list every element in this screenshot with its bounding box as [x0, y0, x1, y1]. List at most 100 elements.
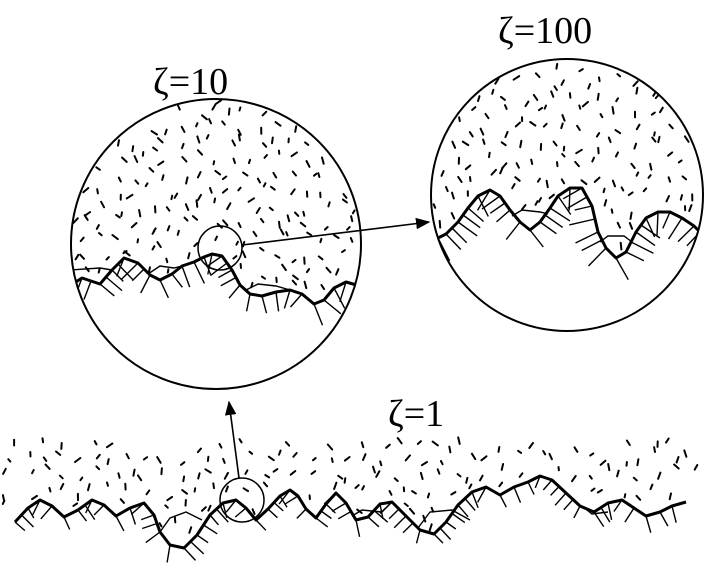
surface-hatch-mark [433, 533, 444, 544]
particle-dot [614, 151, 619, 158]
particle-dot [555, 62, 559, 70]
particle-dot [599, 459, 607, 466]
surface-hatch-mark [220, 276, 237, 287]
particle-dot [181, 142, 185, 150]
surface-hatch-mark [445, 521, 457, 530]
surface-profile-zeta-1 [1, 436, 699, 563]
particle-dot [330, 457, 334, 463]
surface-hatch-mark [196, 534, 209, 544]
particle-dot [247, 197, 255, 203]
surface-hatch-mark [203, 524, 218, 535]
particle-dot [514, 176, 521, 182]
surface-hatching-zeta-10 [60, 253, 361, 326]
surface-hatch-mark [630, 241, 654, 254]
surface-hatch-mark [659, 511, 669, 527]
particle-dot [494, 77, 500, 85]
particle-dot [206, 455, 210, 462]
particle-dot [185, 176, 189, 185]
particle-dot [302, 210, 306, 217]
surface-hatch-mark [159, 279, 170, 299]
particle-dot [480, 455, 488, 462]
particle-dot [568, 92, 572, 99]
surface-hatch-mark [283, 289, 291, 309]
particle-dot [438, 219, 442, 229]
particle-dot [659, 106, 664, 114]
particle-dot [619, 241, 623, 251]
particle-dot [256, 177, 261, 184]
particle-dot [457, 436, 461, 445]
particle-dot [184, 203, 190, 211]
particle-dot [158, 522, 163, 528]
particle-dot [82, 187, 90, 194]
particle-dot [55, 450, 62, 456]
surface-hatch-mark [662, 211, 671, 229]
particle-dot [290, 188, 296, 196]
zoom-circle-icon [219, 477, 265, 523]
particle-dot [537, 106, 544, 112]
particle-dot [134, 179, 140, 185]
surface-hatch-mark [549, 207, 571, 222]
particle-dot [166, 268, 170, 274]
particle-dot [98, 232, 103, 237]
particle-dot [578, 104, 582, 110]
particle-dot [237, 186, 242, 192]
surface-hatch-mark [273, 501, 284, 512]
surface-hatch-mark [315, 517, 329, 528]
particle-dot [325, 266, 332, 274]
particle-dot [576, 124, 581, 131]
particle-dot [350, 215, 354, 223]
surface-hatch-mark [462, 214, 481, 229]
particle-dot [633, 142, 638, 150]
particle-dot [653, 446, 656, 453]
particle-dot [119, 498, 125, 504]
particle-dot [470, 452, 477, 461]
particle-dot [504, 130, 509, 139]
particle-dot [195, 199, 199, 208]
particle-dot [196, 171, 202, 179]
particle-dot [138, 209, 142, 218]
particle-dot [431, 440, 439, 447]
particle-dot [117, 472, 121, 479]
particle-dot [630, 162, 636, 169]
particle-dot [278, 449, 282, 456]
particle-dot [616, 469, 620, 478]
particle-dot [479, 474, 484, 482]
particle-dot [611, 179, 616, 188]
particle-dot [590, 487, 596, 492]
particle-dot [105, 442, 114, 449]
particle-dot [372, 465, 376, 474]
surface-hatch-mark [141, 522, 158, 530]
particle-dot [166, 225, 171, 232]
particle-dot [468, 483, 473, 490]
surface-hatch-mark [267, 508, 278, 519]
surface-hatch-mark [14, 521, 26, 532]
particle-dot [117, 176, 122, 183]
particle-dot [213, 197, 217, 204]
surface-hatch-mark [635, 231, 656, 247]
surface-hatch-mark [367, 516, 380, 528]
particle-dot [632, 476, 638, 482]
particle-dot [519, 139, 523, 149]
surface-hatch-mark [183, 547, 197, 561]
surface-hatch-mark [60, 292, 70, 309]
surface-hatch-mark [467, 207, 485, 223]
surface-hatch-mark [209, 514, 220, 526]
surface-hatch-mark [471, 491, 479, 508]
particle-dot [209, 186, 213, 194]
particle-dot [157, 160, 165, 166]
magnified-view-zeta-10 [60, 98, 362, 390]
particle-dot [151, 230, 156, 235]
particle-dot [235, 240, 239, 246]
particle-dot [667, 176, 672, 183]
surface-hatch-mark [275, 291, 280, 312]
particle-dot [215, 99, 223, 105]
particle-dot [84, 211, 92, 217]
surface-hatch-mark [645, 515, 652, 533]
particle-dot [142, 456, 149, 461]
particle-dot [221, 175, 228, 181]
surface-hatch-mark [607, 502, 613, 521]
particle-dot [299, 221, 307, 228]
surface-hatch-mark [544, 214, 564, 228]
particle-dot [439, 460, 444, 466]
particle-dot [260, 275, 266, 280]
